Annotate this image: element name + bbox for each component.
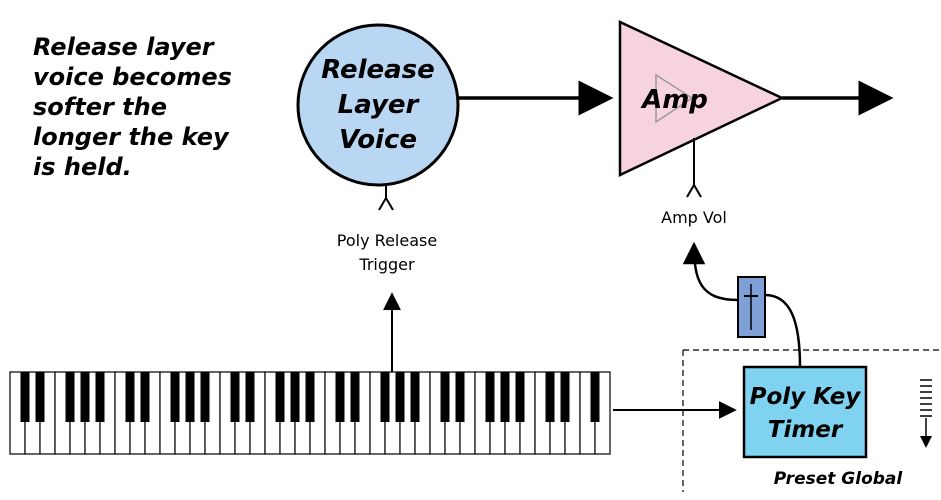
poly-release-trigger-line: Poly Release — [337, 231, 437, 250]
black-key — [35, 372, 45, 422]
amp-input-connector-icon — [686, 138, 702, 198]
amp-symbol-icon — [655, 73, 694, 124]
black-key — [125, 372, 135, 422]
black-key — [80, 372, 90, 422]
amp-label: Amp — [640, 85, 708, 115]
release-voice-line: Layer — [338, 90, 421, 120]
black-key — [560, 372, 570, 422]
black-key — [275, 372, 285, 422]
black-key — [20, 372, 30, 422]
black-key — [395, 372, 405, 422]
poly-key-timer-line: Poly Key — [750, 384, 862, 410]
amp-node: Amp — [618, 20, 785, 198]
black-key — [410, 372, 420, 422]
preset-global-region — [682, 349, 940, 492]
black-key — [245, 372, 255, 422]
keyboard-icon — [9, 371, 611, 455]
caption-line: longer the key — [33, 123, 229, 151]
caption-line: is held. — [33, 153, 132, 181]
black-key — [335, 372, 345, 422]
black-key — [485, 372, 495, 422]
black-key — [95, 372, 105, 422]
black-key — [515, 372, 525, 422]
timer-tick-scale-icon — [920, 379, 932, 448]
caption-line: softer the — [33, 93, 167, 121]
description-caption: Release layer voice becomes softer the l… — [33, 32, 283, 182]
release-voice-line: Release — [321, 55, 435, 85]
black-key — [545, 372, 555, 422]
release-voice-line: Voice — [339, 125, 417, 155]
caption-line: Release layer — [33, 33, 214, 61]
voice-input-connector-icon — [378, 185, 394, 211]
poly-release-trigger-line: Trigger — [358, 255, 415, 274]
black-key — [350, 372, 360, 422]
caption-line: voice becomes — [33, 63, 232, 91]
black-key — [200, 372, 210, 422]
poly-key-timer-node: Poly Key Timer — [742, 365, 868, 459]
fader-icon — [737, 276, 766, 338]
black-key — [290, 372, 300, 422]
black-key — [140, 372, 150, 422]
fader-to-amp-vol-cable — [682, 241, 739, 302]
black-key — [170, 372, 180, 422]
preset-global-label: Preset Global — [774, 469, 904, 489]
poly-key-timer-line: Timer — [768, 417, 844, 443]
black-key — [500, 372, 510, 422]
black-key — [455, 372, 465, 422]
amp-vol-label: Amp Vol — [661, 208, 727, 227]
black-key — [65, 372, 75, 422]
black-key — [590, 372, 600, 422]
timer-to-fader-cable — [764, 293, 802, 368]
black-key — [380, 372, 390, 422]
black-key — [185, 372, 195, 422]
black-key — [440, 372, 450, 422]
black-key — [230, 372, 240, 422]
black-key — [305, 372, 315, 422]
release-layer-voice-node: Release Layer Voice — [296, 23, 460, 211]
